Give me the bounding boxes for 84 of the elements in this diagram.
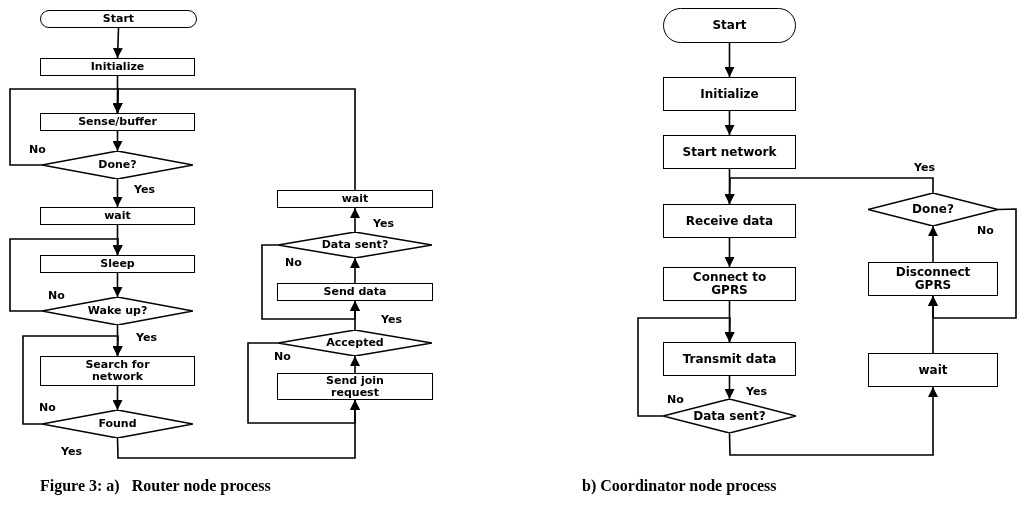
arrow xyxy=(728,386,938,456)
process-box xyxy=(868,353,998,387)
arrow xyxy=(9,238,123,312)
arrow xyxy=(637,317,735,417)
arrow xyxy=(724,375,735,400)
node-text: Wake up? xyxy=(87,305,148,317)
node-text: Disconnect GPRS xyxy=(894,266,972,292)
decision-diamond xyxy=(42,151,193,179)
arrow xyxy=(724,237,735,268)
edge-label: No xyxy=(47,290,66,301)
figure-caption: b) Coordinator node process xyxy=(582,478,777,494)
edge-label: Yes xyxy=(133,184,156,195)
process-box xyxy=(663,77,796,111)
arrow xyxy=(112,178,123,208)
edge-label: No xyxy=(273,351,292,362)
arrow xyxy=(261,244,360,320)
node-text: Done? xyxy=(98,159,137,171)
edge-label: No xyxy=(38,402,57,413)
terminal-box xyxy=(40,10,197,28)
arrow xyxy=(724,42,735,78)
process-box xyxy=(663,135,796,169)
decision-diamond xyxy=(42,410,193,438)
node-text: Initialize xyxy=(90,61,145,73)
edge-label: Yes xyxy=(913,162,936,173)
arrow xyxy=(112,272,123,298)
node-text: Start xyxy=(712,19,747,32)
node-text: Send data xyxy=(323,286,387,298)
process-box xyxy=(663,342,796,376)
arrow xyxy=(112,88,356,191)
arrow xyxy=(350,207,360,233)
edge-label: No xyxy=(28,144,47,155)
process-box xyxy=(663,204,796,238)
node-text: Accepted xyxy=(326,337,384,349)
node-text: wait xyxy=(104,210,131,222)
node-text: Send join request xyxy=(325,374,385,399)
process-box xyxy=(40,356,195,386)
arrow xyxy=(112,130,123,152)
node-text: Transmit data xyxy=(682,352,777,366)
node-text: Initialize xyxy=(700,87,759,101)
process-box xyxy=(40,58,195,76)
node-text: Done? xyxy=(912,203,954,216)
edge-label: Yes xyxy=(745,386,768,397)
decision-diamond xyxy=(868,193,998,226)
process-box xyxy=(40,207,195,225)
process-box xyxy=(663,267,796,301)
node-text: Data sent? xyxy=(693,409,766,423)
edge-label: Yes xyxy=(380,314,403,325)
arrow xyxy=(350,257,360,284)
arrow xyxy=(724,110,735,136)
figure-caption: Figure 3: a) Router node process xyxy=(40,478,271,494)
arrow xyxy=(247,342,360,424)
edge-label: No xyxy=(284,257,303,268)
node-text: Start network xyxy=(682,145,777,159)
process-box xyxy=(277,283,433,301)
process-box xyxy=(277,373,433,400)
edge-label: No xyxy=(976,225,995,236)
arrow xyxy=(928,208,1017,319)
decision-diamond xyxy=(42,297,193,325)
process-box xyxy=(277,190,433,208)
node-text: Sense/buffer xyxy=(78,116,157,128)
node-text: Receive data xyxy=(685,214,774,228)
decision-diamond xyxy=(278,232,432,258)
node-text: Data sent? xyxy=(321,239,389,251)
terminal-box xyxy=(663,8,796,43)
arrow xyxy=(22,335,123,425)
edge-label: No xyxy=(666,394,685,405)
node-text: wait xyxy=(918,363,948,377)
node-text: Found xyxy=(98,418,137,430)
node-text: Search for network xyxy=(84,359,151,383)
arrow xyxy=(350,355,360,374)
process-box xyxy=(868,262,998,296)
node-text: Start xyxy=(102,13,135,25)
node-text: Connect to GPRS xyxy=(691,271,768,297)
process-box xyxy=(40,113,195,131)
arrow xyxy=(928,225,938,263)
node-text: Sleep xyxy=(100,258,135,270)
edge-label: Yes xyxy=(372,218,395,229)
edge-label: Yes xyxy=(60,446,83,457)
edge-label: Yes xyxy=(135,332,158,343)
arrow xyxy=(724,177,934,205)
process-box xyxy=(40,255,195,273)
node-text: wait xyxy=(341,193,369,205)
arrow xyxy=(112,385,123,411)
arrow xyxy=(112,27,123,59)
